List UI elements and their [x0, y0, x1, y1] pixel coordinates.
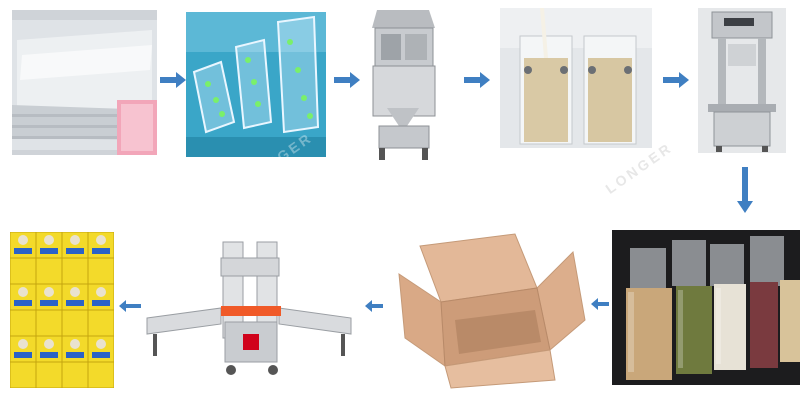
flow-arrow-down-icon: [737, 167, 753, 213]
vacuum-sealer-photo: [698, 8, 786, 153]
filled-bags-photo: [500, 8, 652, 148]
flow-arrow-right-icon: [160, 72, 186, 88]
carton-box-photo: [395, 230, 590, 390]
flow-arrow-left-icon: [591, 298, 609, 310]
flow-arrow-right-icon: [663, 72, 689, 88]
vacuum-bricks-photo: [612, 230, 800, 385]
carton-sealer-photo: [145, 238, 353, 386]
bag-holder-racks-photo: [186, 12, 326, 157]
weighing-filler-photo: [367, 8, 440, 163]
stacked-cartons-photo: [10, 232, 114, 388]
flow-arrow-right-icon: [464, 72, 490, 88]
flow-arrow-left-icon: [365, 300, 383, 312]
flow-arrow-right-icon: [334, 72, 360, 88]
flow-arrow-left-icon: [119, 300, 141, 312]
vacuum-bags-photo: [12, 10, 157, 155]
